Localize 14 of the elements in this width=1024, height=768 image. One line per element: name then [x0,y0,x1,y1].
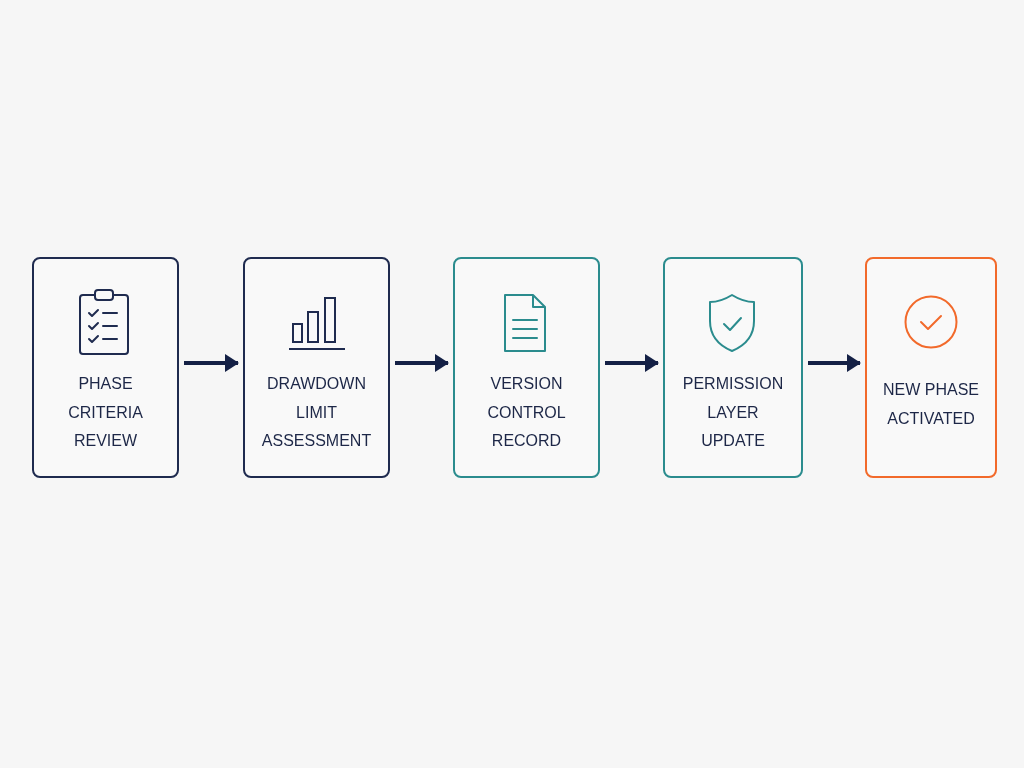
arrow [184,354,239,372]
step-box [243,257,390,478]
step-box [663,257,803,478]
step-label: DRAWDOWN LIMIT ASSESSMENT [260,374,373,451]
step-label: PHASE CRITERIA REVIEW [67,374,144,451]
step-box [32,257,179,478]
step-label: VERSION CONTROL RECORD [486,374,567,451]
step-label: PERMISSION LAYER UPDATE [681,374,785,451]
step-box [865,257,997,478]
step-label: NEW PHASE ACTIVATED [882,380,980,429]
arrow [605,354,659,372]
step-box [453,257,600,478]
arrow [808,354,861,372]
arrow [395,354,449,372]
